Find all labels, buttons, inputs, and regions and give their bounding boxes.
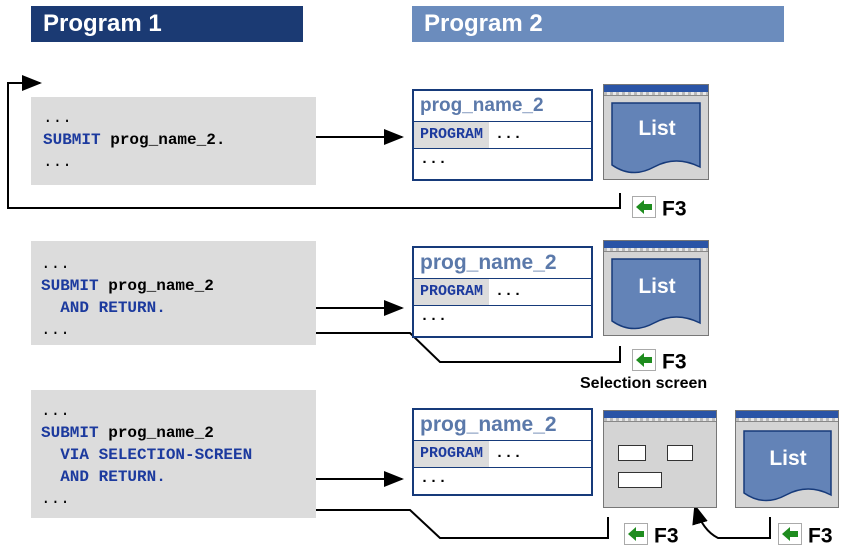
selection-screen-label: Selection screen bbox=[580, 375, 708, 392]
list-label-3: List bbox=[769, 447, 807, 470]
list-window-3: List bbox=[735, 410, 839, 508]
green-back-arrow-icon bbox=[778, 523, 802, 546]
input-field-1 bbox=[618, 445, 646, 461]
selection-screen-window bbox=[603, 410, 717, 508]
green-back-arrow-icon bbox=[632, 196, 656, 219]
list-label-1: List bbox=[638, 117, 676, 140]
list-window-2: List bbox=[603, 240, 709, 336]
program2-header: Program 2 bbox=[412, 6, 784, 42]
return-arrow-2 bbox=[292, 325, 621, 363]
f3-key-2: F3 bbox=[632, 349, 687, 375]
prog-box-1: prog_name_2 PROGRAM... ... bbox=[412, 89, 593, 181]
prog-box-2: prog_name_2 PROGRAM... ... bbox=[412, 246, 593, 338]
return-arrow-1 bbox=[7, 75, 621, 209]
input-field-2 bbox=[667, 445, 693, 461]
code-block-1: ... SUBMIT prog_name_2. ... bbox=[31, 97, 316, 185]
prog-box-3: prog_name_2 PROGRAM... ... bbox=[412, 408, 593, 496]
list-window-1: List bbox=[603, 84, 709, 180]
code-block-2: ... SUBMIT prog_name_2 AND RETURN. ... bbox=[31, 241, 316, 345]
f3-key-1: F3 bbox=[632, 196, 687, 222]
return-arrow-3 bbox=[292, 502, 609, 539]
f3-key-3: F3 bbox=[624, 523, 679, 549]
green-back-arrow-icon bbox=[632, 349, 656, 372]
green-back-arrow-icon bbox=[624, 523, 648, 546]
code-block-3: ... SUBMIT prog_name_2 VIA SELECTION-SCR… bbox=[31, 390, 316, 518]
list-to-selection-arrow bbox=[692, 504, 771, 539]
f3-key-4: F3 bbox=[778, 523, 833, 549]
program1-header: Program 1 bbox=[31, 6, 303, 42]
list-label-2: List bbox=[638, 275, 676, 298]
input-field-3 bbox=[618, 472, 662, 488]
